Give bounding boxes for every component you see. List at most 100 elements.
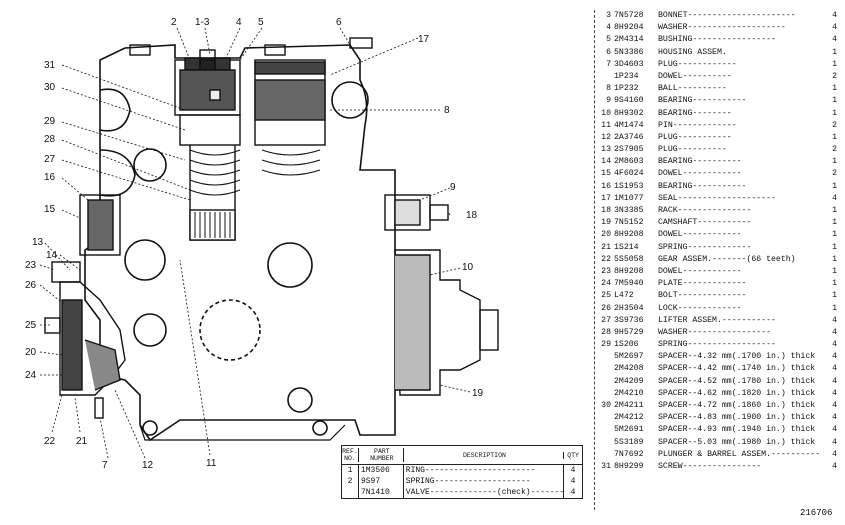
callout-21: 21 [76, 436, 88, 447]
part-number: 3S9736 [614, 315, 644, 325]
part-qty: 4 [832, 401, 837, 410]
part-number: 1P232 [614, 84, 639, 94]
part-qty: 4 [832, 461, 837, 471]
part-number: 2M4210 [614, 388, 644, 398]
part-ref: 24 [601, 279, 611, 289]
part-qty: 2 [832, 120, 837, 130]
part-ref: 16 [601, 181, 611, 191]
part-ref: 21 [601, 242, 611, 252]
part-number: 8H9208 [614, 266, 644, 276]
part-ref: 17 [601, 193, 611, 203]
callout-7: 7 [102, 460, 108, 471]
callout-14: 14 [46, 250, 58, 261]
part-description: HOUSING ASSEM. [658, 47, 727, 57]
part-description: BOLT-------------- [658, 291, 747, 301]
part-description: SPACER--4.42 mm(.1740 in.) thick [658, 364, 816, 374]
leader-lines [39, 27, 471, 459]
part-ref: 19 [601, 218, 611, 228]
part-description: BALL---------- [658, 84, 727, 94]
part-description: PLUNGER & BARREL ASSEM.---------- [658, 449, 821, 459]
part-number: 9S4160 [614, 96, 644, 106]
part-qty: 4 [832, 327, 837, 337]
part-description: BONNET---------------------- [658, 11, 796, 20]
callout-28: 28 [44, 134, 56, 145]
callout-6: 6 [336, 17, 342, 28]
part-qty: 1 [832, 218, 837, 228]
part-qty: 4 [832, 388, 837, 398]
part-number: L472 [614, 291, 634, 301]
part-qty: 4 [832, 376, 837, 386]
part-number: 7N7692 [614, 449, 644, 459]
part-description: DOWEL------------ [658, 230, 742, 240]
plunger-assembly [129, 37, 373, 241]
part-ref: 12 [601, 132, 611, 142]
header-ref: REF. NO. [342, 448, 359, 462]
part-description: PLUG---------- [658, 145, 727, 155]
part-qty: 1 [832, 181, 837, 191]
camshaft [384, 194, 499, 396]
part-description: BEARING-------- [658, 108, 732, 118]
part-qty: 1 [832, 242, 837, 252]
part-description: LIFTER ASSEM.----------- [658, 315, 776, 325]
part-number: 8H9208 [614, 230, 644, 240]
part-number: 9H5729 [614, 327, 644, 337]
callout-22: 22 [44, 436, 56, 447]
callout-19: 19 [472, 388, 484, 399]
part-ref: 6 [606, 47, 611, 57]
callout-18: 18 [466, 210, 478, 221]
part-description: DOWEL---------- [658, 71, 732, 81]
part-ref [594, 449, 614, 461]
part-ref [594, 376, 614, 388]
part-number: 2S7905 [614, 145, 644, 155]
part-number: 2H3504 [614, 303, 644, 313]
small-table-row: 7N1410 VALVE--------------(check)-------… [342, 487, 582, 498]
small-table-row: 1 1M3506 RING----------------------- 4 [342, 465, 582, 476]
part-ref: 22 [601, 254, 611, 264]
row-qty: 4 [570, 466, 576, 475]
part-description: BEARING---------- [658, 157, 742, 167]
callout-12: 12 [142, 460, 154, 471]
part-qty: 1 [832, 279, 837, 289]
part-description: SPACER--4.62 mm(.1820 in.) thick [658, 388, 816, 398]
part-ref: 15 [601, 169, 611, 179]
callout-15: 15 [44, 204, 56, 215]
header-description: DESCRIPTION [404, 451, 565, 459]
callout-29: 29 [44, 116, 56, 127]
part-qty: 1 [832, 230, 837, 240]
part-ref [594, 388, 614, 400]
part-qty: 1 [832, 303, 837, 313]
part-number: 7N5152 [614, 218, 644, 228]
part-number: 2M8603 [614, 157, 644, 167]
part-number: 2A3746 [614, 132, 644, 142]
part-description: SCREW---------------- [658, 461, 762, 471]
part-ref: 11 [601, 120, 611, 130]
callout-16: 16 [44, 172, 56, 183]
row-part-number: 9S97 [359, 476, 404, 487]
part-ref: 8 [606, 84, 611, 94]
part-ref: 3 [606, 11, 611, 20]
callout-10: 10 [462, 262, 474, 273]
row-part-number: 1M3506 [359, 465, 404, 476]
part-qty: 2 [832, 145, 837, 155]
figure-number: 216706 [800, 508, 833, 518]
gear-assembly [44, 194, 126, 419]
